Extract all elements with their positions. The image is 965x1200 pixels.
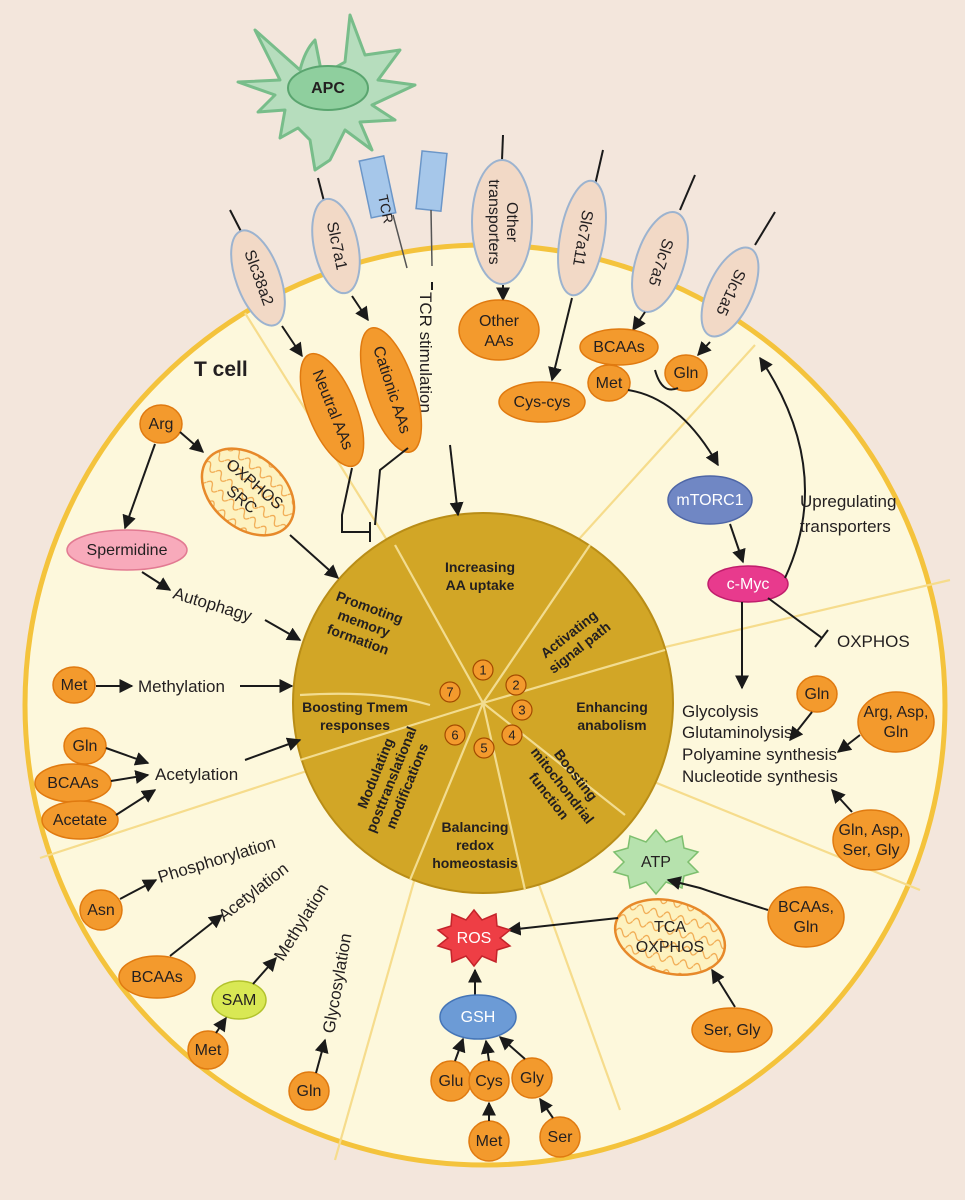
node-met-redox: Met [468,1120,510,1162]
svg-text:Gln: Gln [73,738,98,755]
node-bcaas-memory: BCAAs [34,763,112,803]
node-gln-memory: Gln [63,727,107,765]
svg-text:Met: Met [195,1042,222,1059]
methylation-label-memory: Methylation [138,677,225,696]
apc-label: APC [311,80,345,97]
svg-text:Gln: Gln [805,686,830,703]
svg-text:SAM: SAM [222,992,257,1009]
transporter-other: Othertransporters [471,134,533,285]
svg-text:2: 2 [512,677,519,692]
node-ros: ROS [436,908,512,968]
node-spermidine: Spermidine [66,529,188,571]
svg-text:1: 1 [479,662,486,677]
tcr-stimulation-label: TCR stimulation [416,292,435,413]
svg-text:Met: Met [596,375,623,392]
node-ser-redox: Ser [539,1116,581,1158]
transporter-slc38a2: Slc38a2 [229,209,286,327]
svg-text:ROS: ROS [457,930,492,947]
svg-text:BCAAs,Gln: BCAAs,Gln [778,899,834,936]
node-ser-gly-mito: Ser, Gly [691,1007,773,1053]
svg-text:Ser, Gly: Ser, Gly [704,1022,761,1039]
svg-text:Glu: Glu [439,1073,464,1090]
svg-text:Arg, Asp,Gln: Arg, Asp,Gln [864,704,929,741]
svg-text:GSH: GSH [461,1009,496,1026]
node-asn: Asn [79,889,123,931]
svg-text:Arg: Arg [149,416,174,433]
node-bcaas: BCAAs [579,328,659,366]
mitochondrion-oxphos-src: OXPHOSSRC [200,447,296,537]
svg-text:Cys-cys: Cys-cys [514,394,571,411]
node-mtorc1: mTORC1 [667,475,753,525]
oxphos-inhibited-label: OXPHOS [837,632,910,651]
node-met: Met [587,364,631,402]
svg-text:Ser: Ser [548,1129,574,1146]
svg-text:5: 5 [480,740,487,755]
t-cell-title: T cell [194,358,248,381]
svg-text:c-Myc: c-Myc [727,576,770,593]
node-cys: Cys [468,1060,510,1102]
node-gln-asp-ser-gly: Gln, Asp,Ser, Gly [832,809,910,871]
svg-text:Spermidine: Spermidine [87,542,168,559]
tcr-receptor: TCR [358,150,448,269]
svg-text:Othertransporters: Othertransporters [485,179,520,264]
node-sam: SAM [211,980,267,1020]
svg-text:4: 4 [508,727,515,742]
svg-text:BCAAs: BCAAs [131,969,183,986]
node-bcaas-gln-mito: BCAAs,Gln [767,886,845,948]
node-bcaas-ptm: BCAAs [118,955,196,999]
node-gln-anabolism: Gln [796,675,838,713]
svg-text:Asn: Asn [87,902,115,919]
tcr-label: TCR [375,193,397,224]
node-arg-asp-gln: Arg, Asp,Gln [857,691,935,753]
transporter-slc7a1: Slc7a1 [311,177,361,295]
node-arg: Arg [139,404,183,444]
svg-text:Cys: Cys [475,1073,503,1090]
node-gsh: GSH [439,994,517,1040]
svg-text:7: 7 [446,684,453,699]
svg-text:ATP: ATP [641,854,671,871]
acetylation-label-memory: Acetylation [155,765,238,784]
node-met-memory: Met [52,666,96,704]
hub-numbers: 1 2 3 4 5 6 7 [439,659,533,759]
transporter-slc7a11: Slc7a11 [557,149,607,297]
node-glu: Glu [430,1060,472,1102]
svg-text:BCAAs: BCAAs [47,775,99,792]
svg-text:mTORC1: mTORC1 [676,492,743,509]
svg-text:Gln: Gln [297,1083,322,1100]
node-gly: Gly [511,1057,553,1099]
hub-promoting-memory-formation: Promotingmemoryformation [322,588,405,659]
transporter-slc7a5: Slc7a5 [631,174,696,314]
svg-text:BCAAs: BCAAs [593,339,645,356]
node-acetate: Acetate [41,800,119,840]
svg-text:6: 6 [451,727,458,742]
node-cys-cys: Cys-cys [498,381,586,423]
svg-text:Gly: Gly [520,1070,544,1087]
svg-text:Acetate: Acetate [53,812,107,829]
apc-cell: APC [236,13,417,172]
tcr-stimulation-arrow [449,444,464,517]
svg-text:Met: Met [476,1133,503,1150]
hub-dividers [299,544,666,891]
node-met-ptm: Met [187,1030,229,1070]
anabolism-pathways: Glycolysis Glutaminolysis Polyamine synt… [682,702,842,786]
transporter-slc1a5: Slc1a5 [700,211,776,338]
svg-text:Gln, Asp,Ser, Gly: Gln, Asp,Ser, Gly [839,822,904,859]
node-c-myc: c-Myc [707,565,789,603]
svg-text:Gln: Gln [674,365,699,382]
node-gln-ptm: Gln [288,1071,330,1111]
svg-text:Met: Met [61,677,88,694]
node-gln-top: Gln [664,354,708,392]
svg-text:3: 3 [518,702,525,717]
